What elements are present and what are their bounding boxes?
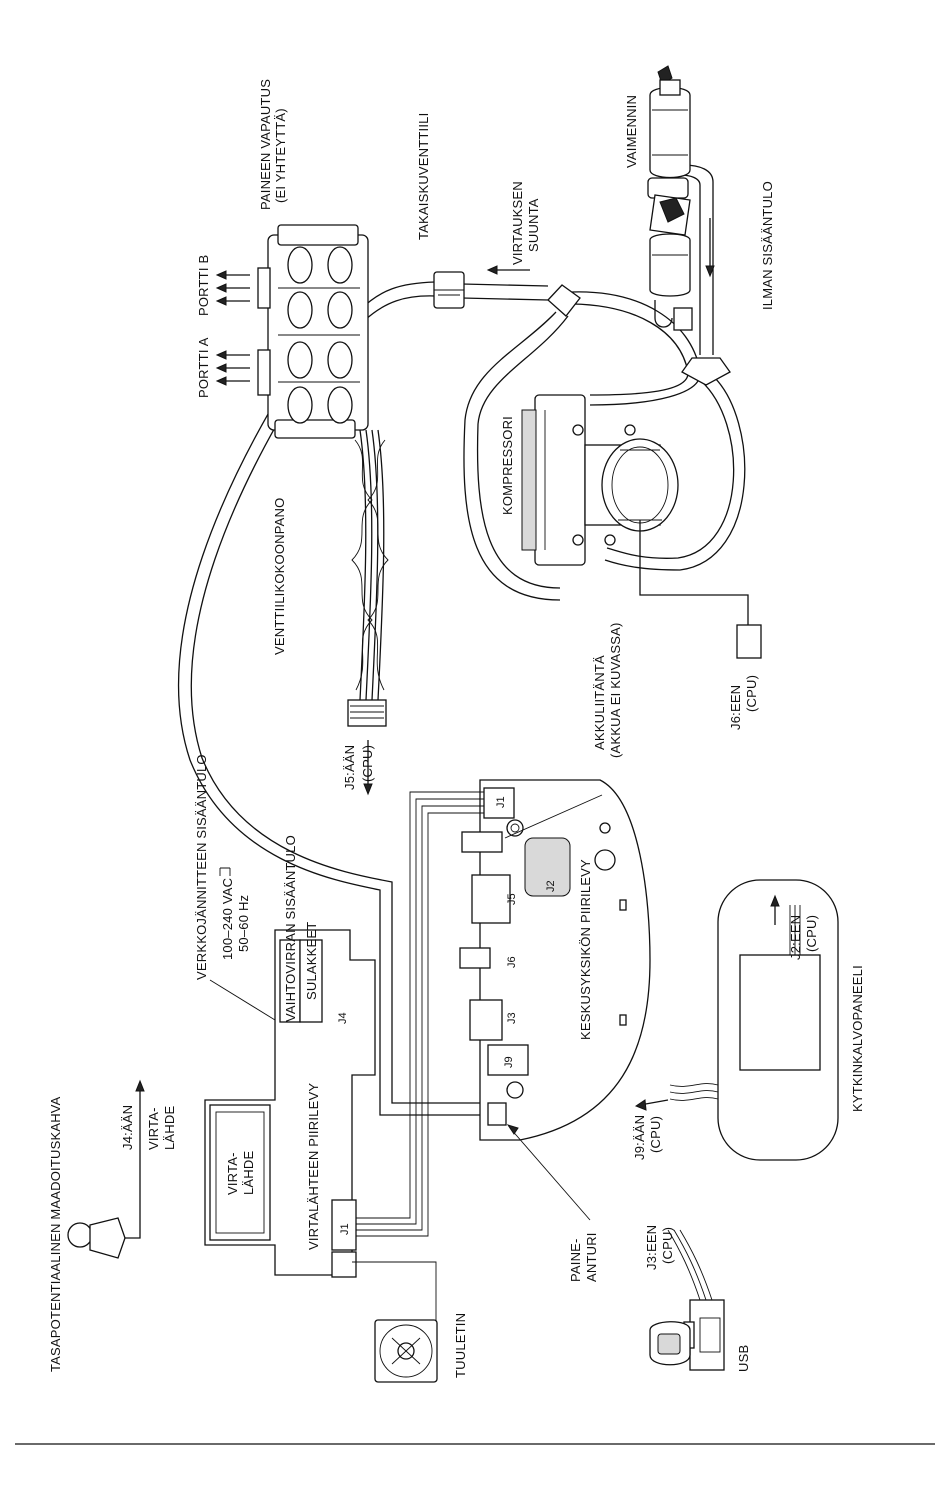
membrane-panel-label: KYTKINKALVOPANEELI (850, 965, 865, 1112)
fuses-label: SULAKKEET (304, 922, 319, 1000)
check-valve-label: TAKAISKUVENTTIILI (416, 113, 431, 240)
bracket (219, 867, 231, 876)
psu-label-2: LÄHDE (241, 1151, 256, 1195)
cpu-j1-label: J1 (495, 796, 507, 808)
j6-cpu-label: (CPU) (744, 675, 759, 712)
mains-leader (209, 979, 276, 1021)
psu-side-label-1: VIRTA- (146, 1107, 161, 1150)
battery-connector-label: AKKULIITÄNTÄ (592, 655, 607, 750)
j2-cpu-label: (CPU) (804, 915, 819, 952)
port-b-label: PORTTI B (196, 255, 211, 316)
compressor-label: KOMPRESSORI (500, 416, 515, 515)
psu-module (209, 1104, 271, 1241)
power-wires (355, 791, 484, 1237)
j9-connector-shape (487, 1044, 529, 1076)
frequency-label: 50–60 Hz (236, 895, 251, 952)
voltage-label: 100–240 VAC (220, 878, 235, 960)
air-inlet-label: ILMAN SISÄÄNTULO (760, 181, 775, 310)
j9-cpu-label: (CPU) (648, 1116, 663, 1153)
psu-board-label: VIRTALÄHTEEN PIIRILEVY (306, 1083, 321, 1250)
tee-fitting (547, 284, 581, 317)
pressure-relief-note: (EI YHTEYTTÄ) (273, 108, 288, 203)
psu-board (204, 929, 437, 1330)
pressure-sensor-label-1: PAINE- (568, 1238, 583, 1282)
check-valve (433, 271, 465, 309)
grounding-handle (67, 1079, 145, 1259)
j3-cpu-label: (CPU) (660, 1227, 675, 1264)
pressure-sensor-leader (509, 1127, 591, 1221)
psu-side-label-2: LÄHDE (162, 1106, 177, 1150)
psu-j1-label: J1 (339, 1223, 351, 1235)
battery-leader (504, 794, 603, 839)
port-arrows (215, 270, 250, 386)
flow-arrows (486, 218, 715, 278)
psu-j4-label: J4 (337, 1012, 349, 1024)
j5-label: J5:ÄÄN (342, 745, 357, 790)
cpu-board (459, 779, 651, 1141)
pressure-sensor-label-2: ANTURI (584, 1232, 599, 1282)
cpu-j6-label: J6 (506, 956, 518, 968)
j5-cpu-label: (CPU) (360, 745, 375, 782)
j2-to-label: J2:EEN (788, 915, 803, 960)
muffler-label: VAIMENNIN (624, 95, 639, 168)
labels: VENTTIILIKOKOONPANO PORTTI A PORTTI B PA… (48, 79, 865, 1378)
j5-arrowhead (363, 783, 373, 796)
port-a-label: PORTTI A (196, 337, 211, 398)
valve-assembly (257, 224, 389, 727)
cpu-j5-label: J5 (506, 893, 518, 905)
j5-connector-shape (471, 874, 511, 924)
battery-note-label: (AKKUA EI KUVASSA) (608, 622, 623, 758)
cpu-j9-label: J9 (503, 1056, 515, 1068)
y-fitting (681, 357, 731, 386)
usb-label: USB (736, 1345, 751, 1372)
compressor (521, 394, 762, 659)
j6-label: J6:EEN (728, 685, 743, 730)
fan-label: TUULETIN (453, 1313, 468, 1378)
membrane-panel (634, 879, 839, 1161)
mains-inlet-label: VERKKOJÄNNITTEEN SISÄÄNTULO (194, 754, 209, 980)
cpu-j2-label: J2 (545, 880, 557, 892)
ac-inlet-label: VAIHTOVIRRAN SISÄÄNTULO (283, 835, 298, 1022)
battery-connector-shape (461, 831, 503, 853)
cpu-j3-label: J3 (506, 1012, 518, 1024)
usb-connector (649, 1229, 725, 1371)
j9-from-label: J9:ÄÄN (632, 1115, 647, 1160)
cpu-board-label: KESKUSYKSIKÖN PIIRILEVY (578, 859, 593, 1040)
flow-direction-label-2: SUUNTA (526, 198, 541, 252)
fan (374, 1319, 438, 1383)
flow-direction-label-1: VIRTAUKSEN (510, 181, 525, 265)
cpu-j1-connector (483, 787, 515, 819)
valve-assembly-label: VENTTIILIKOKOONPANO (272, 498, 287, 655)
psu-label-1: VIRTA- (225, 1152, 240, 1195)
grounding-label: TASAPOTENTIAALINEN MAADOITUSKAHVA (48, 1096, 63, 1372)
muffler (647, 65, 693, 331)
j3-to-label: J3:EEN (644, 1225, 659, 1270)
pressure-relief-label: PAINEEN VAPAUTUS (258, 79, 273, 210)
j4-from-label: J4:ÄÄN (120, 1105, 135, 1150)
